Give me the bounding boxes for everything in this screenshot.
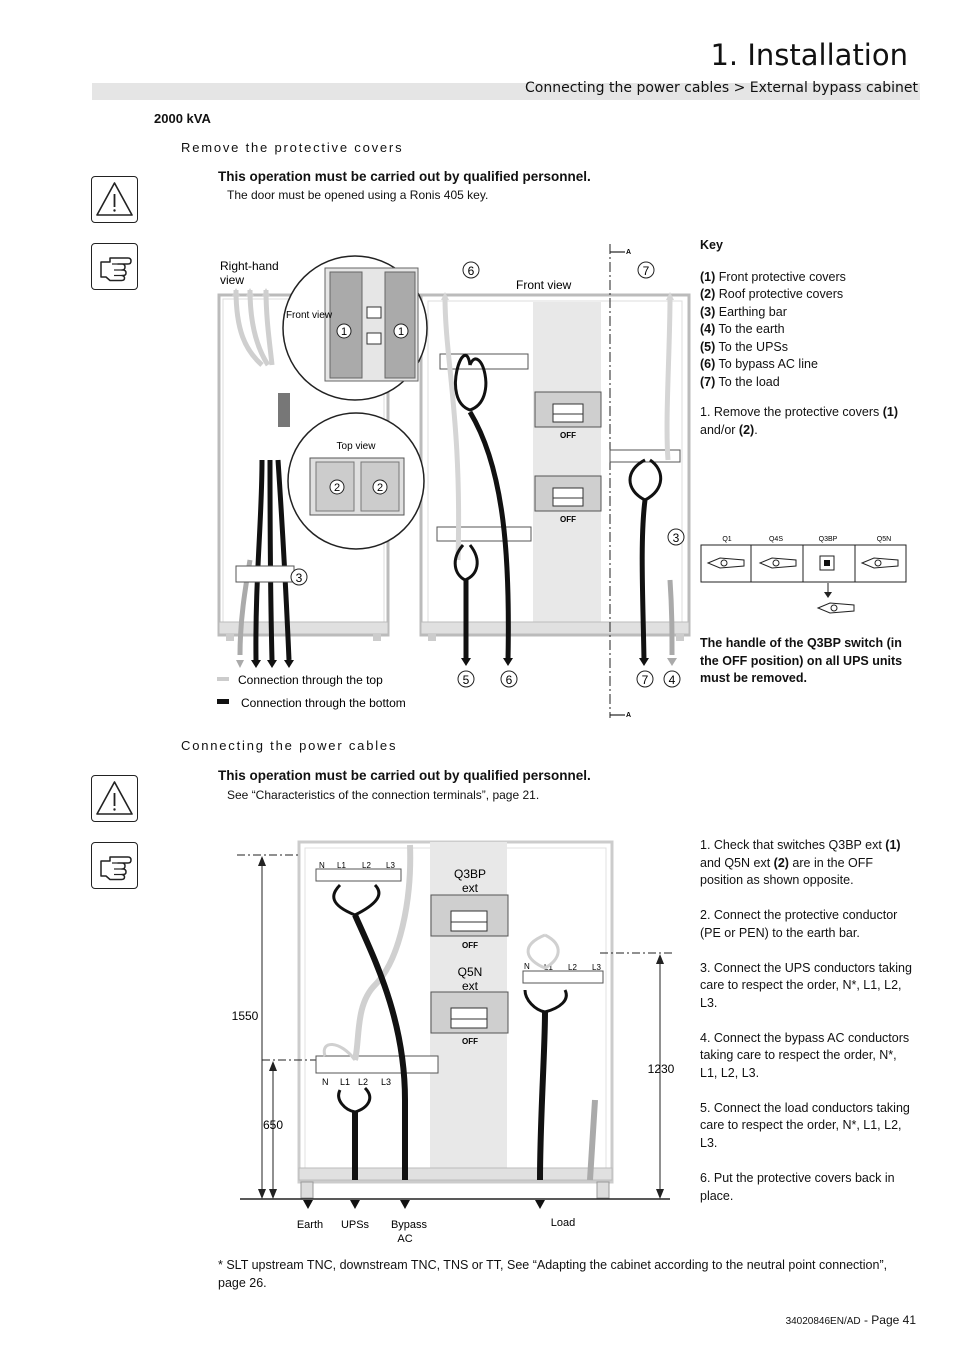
dimension-1230: 1230 [648, 1062, 675, 1076]
bus-l1-label: L1 [340, 1077, 350, 1087]
page-number: 34020846EN/AD - Page 41 [786, 1313, 916, 1327]
step-5: 5. Connect the load conductors taking ca… [700, 1100, 910, 1151]
steps-list: 1. Check that switches Q3BP ext (1) and … [700, 837, 915, 1222]
note-connection-terminals: See “Characteristics of the connection t… [227, 788, 540, 802]
callout-6: 6 [506, 673, 513, 687]
q5n-label: Q5N [458, 965, 483, 979]
key-item: (3) Earthing bar [700, 304, 787, 319]
connecting-cables-diagram: 1550 650 1230 Q3BP ext OFF Q5N ext OFF N… [232, 840, 675, 1245]
q5n-off-label: OFF [462, 1037, 478, 1046]
key-item: (4) To the earth [700, 322, 785, 336]
key-item: (1) Front protective covers [700, 269, 846, 284]
remove-covers-diagram: A A OFF OFF Front view 1 1 Top view [217, 244, 691, 719]
section-mark-a-top: A [626, 249, 631, 256]
model-heading: 2000 kVA [154, 111, 211, 126]
callout-1: 1 [398, 326, 404, 338]
callout-4: 4 [669, 673, 676, 687]
q3bp-label: Q3BP [454, 867, 486, 881]
handle-removal-note: The handle of the Q3BP switch (in the OF… [700, 636, 903, 685]
bus-n-label: N [319, 861, 325, 870]
bus-l3-label: L3 [386, 861, 395, 870]
front-view-inset-label: Front view [286, 310, 333, 321]
upss-label: UPSs [341, 1219, 370, 1231]
section-mark-a-bottom: A [626, 712, 631, 719]
callout-2: 2 [334, 482, 340, 494]
switch-label-q3bp: Q3BP [819, 536, 838, 543]
bus-l2-label: L2 [362, 861, 371, 870]
callout-5: 5 [463, 673, 470, 687]
warning-icon [91, 775, 138, 822]
switch-off-label: OFF [560, 431, 576, 440]
remove-covers-instruction: 1. Remove the protective covers (1) and/… [700, 405, 899, 437]
bus-l3-label: L3 [381, 1077, 391, 1087]
section-title-remove-covers: Remove the protective covers [181, 140, 404, 155]
key-item: (7) To the load [700, 374, 780, 389]
step-3: 3. Connect the UPS conductors taking car… [700, 960, 912, 1010]
footnote: * SLT upstream TNC, downstream TNC, TNS … [218, 1258, 888, 1290]
bus-n-label: N [524, 962, 530, 971]
callout-7: 7 [642, 673, 649, 687]
load-label: Load [551, 1217, 575, 1229]
dimension-1550: 1550 [232, 1009, 259, 1023]
switch-handles-diagram: Q1 Q4S Q3BP Q5N [700, 536, 907, 614]
chapter-title: 1. Installation [710, 38, 908, 72]
doc-code: 34020846EN/AD [785, 1316, 861, 1327]
bus-l2-label: L2 [568, 963, 577, 972]
callout-2: 2 [377, 482, 383, 494]
section-title-connecting-cables: Connecting the power cables [181, 738, 398, 753]
front-view-label: Front view [516, 278, 572, 292]
key-item: (2) Roof protective covers [700, 287, 844, 301]
bus-n-label: N [322, 1077, 329, 1087]
dimension-650: 650 [263, 1118, 283, 1132]
pointing-hand-icon [91, 243, 138, 290]
switch-label-q5n: Q5N [877, 536, 891, 543]
step-2: 2. Connect the protective conductor (PE … [700, 908, 898, 940]
callout-7: 7 [643, 264, 650, 278]
key-item: (6) To bypass AC line [700, 357, 818, 371]
callout-3: 3 [673, 531, 680, 545]
switch-off-label: OFF [560, 515, 576, 524]
legend-bottom-label: Connection through the bottom [241, 696, 406, 710]
page-label: - Page 41 [860, 1313, 916, 1327]
bus-l2-label: L2 [358, 1077, 368, 1087]
key-panel: Key (1) Front protective covers (2) Roof… [700, 237, 915, 439]
callout-1: 1 [341, 326, 347, 338]
earth-label: Earth [297, 1219, 323, 1231]
warning-text-2: This operation must be carried out by qu… [218, 768, 591, 783]
warning-text-1: This operation must be carried out by qu… [218, 169, 591, 184]
legend-top-label: Connection through the top [238, 673, 383, 687]
q3bp-ext-label: ext [462, 881, 479, 895]
q3bp-off-label: OFF [462, 941, 478, 950]
bypass-ac-label-line1: Bypass [391, 1219, 428, 1231]
header-bar [92, 83, 920, 100]
pointing-hand-icon [91, 842, 138, 889]
q5n-ext-label: ext [462, 979, 479, 993]
key-title: Key [700, 238, 723, 252]
bus-l1-label: L1 [337, 861, 346, 870]
step-6: 6. Put the protective covers back in pla… [700, 1170, 895, 1203]
breadcrumb: Connecting the power cables > External b… [525, 80, 918, 96]
switch-label-q4s: Q4S [769, 536, 783, 543]
callout-3: 3 [296, 571, 303, 585]
bypass-ac-label-line2: AC [397, 1233, 412, 1245]
step-4: 4. Connect the bypass AC conductors taki… [700, 1030, 910, 1081]
key-item: (5) To the UPSs [700, 339, 789, 354]
warning-icon [91, 176, 138, 223]
switch-label-q1: Q1 [722, 536, 731, 543]
callout-6: 6 [468, 264, 475, 278]
step-1: 1. Check that switches Q3BP ext (1) and … [700, 838, 901, 888]
note-ronis-key: The door must be opened using a Ronis 40… [227, 188, 489, 202]
bus-l3-label: L3 [592, 963, 601, 972]
top-view-label: Top view [337, 441, 377, 452]
